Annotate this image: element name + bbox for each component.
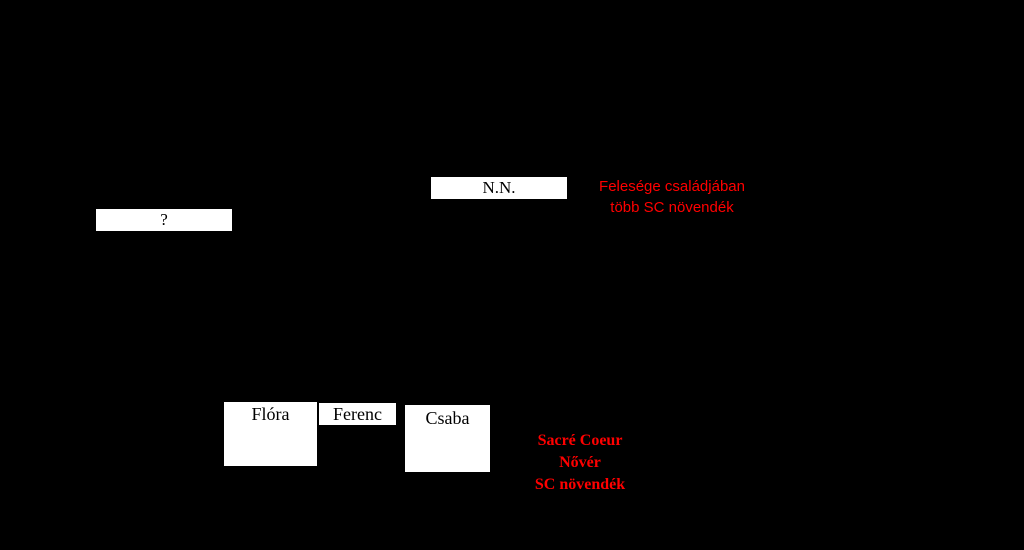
sacre-coeur-note-line1: Sacré Coeur <box>537 432 623 449</box>
person-box-flora: Flóra <box>224 402 317 466</box>
wife-family-note: Felesége családjában több SC növendék <box>584 176 760 218</box>
sacre-coeur-note: Sacré Coeur Nővér SC növendék <box>515 430 645 496</box>
wife-family-note-line2: több SC növendék <box>610 199 734 216</box>
sacre-coeur-note-line3: SC növendék <box>534 476 626 493</box>
person-box-csaba: Csaba <box>405 405 490 472</box>
person-box-ferenc: Ferenc <box>319 403 396 425</box>
sacre-coeur-note-line2: Nővér <box>559 454 601 471</box>
wife-family-note-line1: Felesége családjában <box>599 178 745 195</box>
person-box-unknown: ? <box>96 209 232 231</box>
person-box-nn: N.N. <box>431 177 567 199</box>
